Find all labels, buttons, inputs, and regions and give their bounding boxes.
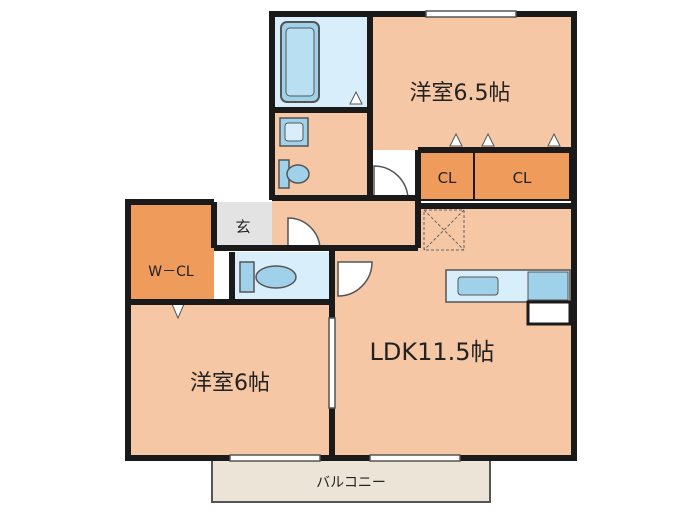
label-western-room-b: 洋室6帖 (190, 371, 270, 396)
arrow-bath (349, 90, 363, 105)
ldk-floor (332, 206, 574, 458)
label-walk-in-closet: W－CL (148, 264, 194, 280)
walk-in-closet-floor (128, 202, 214, 302)
toilet-tank-2 (239, 261, 255, 293)
entrance-floor (214, 202, 272, 248)
balcony (211, 457, 491, 503)
stove (527, 271, 569, 301)
label-ldk: LDK11.5帖 (369, 338, 494, 366)
western-room-b-floor (128, 302, 332, 458)
toilet-bowl-1 (286, 164, 310, 184)
walls (125, 11, 577, 461)
door-swing-western-a (373, 165, 409, 201)
label-entrance: 玄 (235, 218, 250, 236)
arrow-cl-1 (449, 132, 463, 147)
western-room-a-floor (370, 14, 574, 150)
attic-hatch (423, 209, 465, 251)
washbasin-bowl (284, 122, 304, 142)
label-balcony: バルコニー (316, 475, 386, 491)
arrow-cl-2b (547, 132, 561, 147)
arrow-cl-2a (481, 132, 495, 147)
label-western-room-a: 洋室6.5帖 (410, 81, 511, 106)
door-swing-ldk (337, 261, 373, 297)
windows (229, 10, 517, 462)
label-closet-2: CL (513, 169, 532, 187)
bathtub-inner (285, 27, 315, 97)
toilet-bowl-2 (255, 265, 297, 289)
kitchen-sink (457, 276, 499, 296)
label-closet-1: CL (438, 169, 457, 187)
fridge-space (526, 300, 572, 326)
